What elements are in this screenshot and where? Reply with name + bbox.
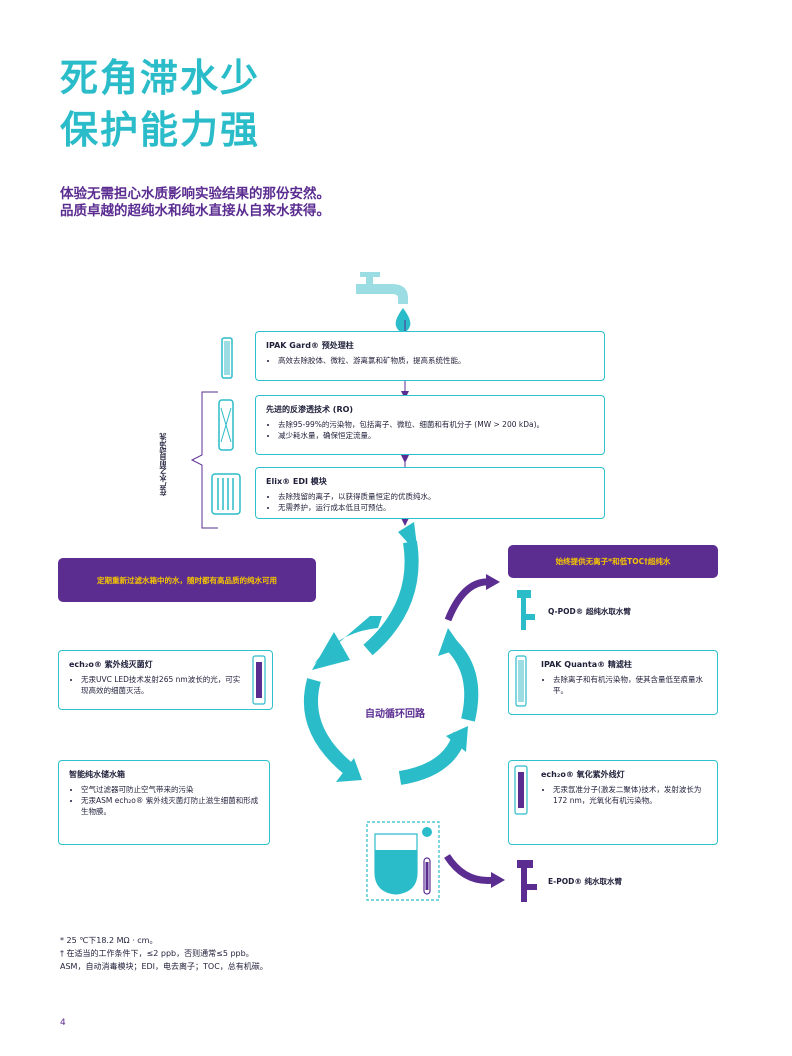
box-title: ech₂o® 氧化紫外线灯 (541, 770, 625, 779)
step-bullet: 减少耗水量，确保恒定流量。 (278, 430, 594, 441)
edi-module-icon (211, 473, 241, 515)
step-title: IPAK Gard® 预处理柱 (266, 341, 354, 350)
recirculation-loop (304, 522, 500, 785)
box-title: ech₂o® 紫外线灭菌灯 (69, 660, 153, 669)
uv-lamp-icon (252, 655, 266, 705)
step-bullet: 去除残留的离子，以获得质量恒定的优质纯水。 (278, 491, 594, 502)
e-pod-label: E-POD® 纯水取水臂 (548, 877, 622, 886)
step-box-edi: Elix® EDI 模块 去除残留的离子，以获得质量恒定的优质纯水。 无需养护，… (255, 467, 605, 519)
box-bullet: 无汞氙准分子(激发二聚体)技术，发射波长为172 nm，光氧化有机污染物。 (553, 784, 707, 806)
ipak-quanta-box: IPAK Quanta® 精滤柱 去除离子和有机污染物，使其含量低至痕量水平。 (508, 650, 718, 715)
box-bullet: 无汞ASM ech₂o® 紫外线灭菌灯防止滋生细菌和形成生物膜。 (81, 795, 259, 817)
rinse-label: 在产水之前自动冲洗 (159, 433, 167, 497)
box-bullet: 空气过滤器可防止空气带来的污染 (81, 784, 259, 795)
oxidizing-lamp-icon (514, 765, 528, 815)
ro-cartridge-icon (218, 399, 234, 451)
step-bullet: 高效去除胶体、微粒、游离氯和矿物质，提高系统性能。 (278, 355, 594, 366)
rinse-bracket (190, 391, 218, 529)
box-bullet: 无汞UVC LED技术发射265 nm波长的光，可实现高效的细菌灭活。 (81, 674, 246, 696)
step-box-ipak-gard: IPAK Gard® 预处理柱 高效去除胶体、微粒、游离氯和矿物质，提高系统性能… (255, 331, 605, 381)
to-epod-arrow (444, 854, 505, 888)
banner-left: 定期重新过滤水箱中的水，随时都有高品质的纯水可用 (58, 558, 316, 602)
page-title: 死角滞水少 保护能力强 (60, 56, 261, 152)
box-title: 智能纯水储水箱 (69, 770, 125, 779)
footnotes: * 25 ℃下18.2 MΩ · cm。 † 在适当的工作条件下，≤2 ppb，… (60, 936, 268, 971)
step-bullet: 去除95-99%的污染物，包括离子、微粒、细菌和有机分子 (MW > 200 k… (278, 419, 594, 430)
page-subtitle: 体验无需担心水质影响实验结果的那份安然。 品质卓越的超纯水和纯水直接从自来水获得… (60, 186, 330, 219)
box-title: IPAK Quanta® 精滤柱 (541, 660, 632, 669)
step-box-ro: 先进的反渗透技术 (RO) 去除95-99%的污染物，包括离子、微粒、细菌和有机… (255, 395, 605, 455)
e-pod-dispenser-icon (517, 860, 537, 902)
banner-right: 始终提供无离子*和低TOC†超纯水 (508, 545, 718, 578)
step-bullet: 无需养护，运行成本低且可预估。 (278, 502, 594, 513)
q-pod-dispenser-icon (517, 590, 535, 630)
q-pod-label: Q-POD® 超纯水取水臂 (548, 607, 631, 616)
polishing-cartridge-icon (515, 655, 527, 707)
loop-label: 自动循环回路 (365, 709, 425, 720)
pretreatment-cartridge-icon (221, 337, 233, 379)
faucet-icon (356, 272, 411, 332)
storage-tank-box: 智能纯水储水箱 空气过滤器可防止空气带来的污染 无汞ASM ech₂o® 紫外线… (58, 760, 270, 845)
box-bullet: 去除离子和有机污染物，使其含量低至痕量水平。 (553, 674, 707, 696)
step-title: Elix® EDI 模块 (266, 477, 327, 486)
storage-tank-icon (366, 821, 440, 901)
uv-lamp-box: ech₂o® 紫外线灭菌灯 无汞UVC LED技术发射265 nm波长的光，可实… (58, 650, 273, 710)
page-number: 4 (60, 1018, 66, 1028)
step-title: 先进的反渗透技术 (RO) (266, 405, 354, 414)
oxidizing-uv-box: ech₂o® 氧化紫外线灯 无汞氙准分子(激发二聚体)技术，发射波长为172 n… (508, 760, 718, 845)
